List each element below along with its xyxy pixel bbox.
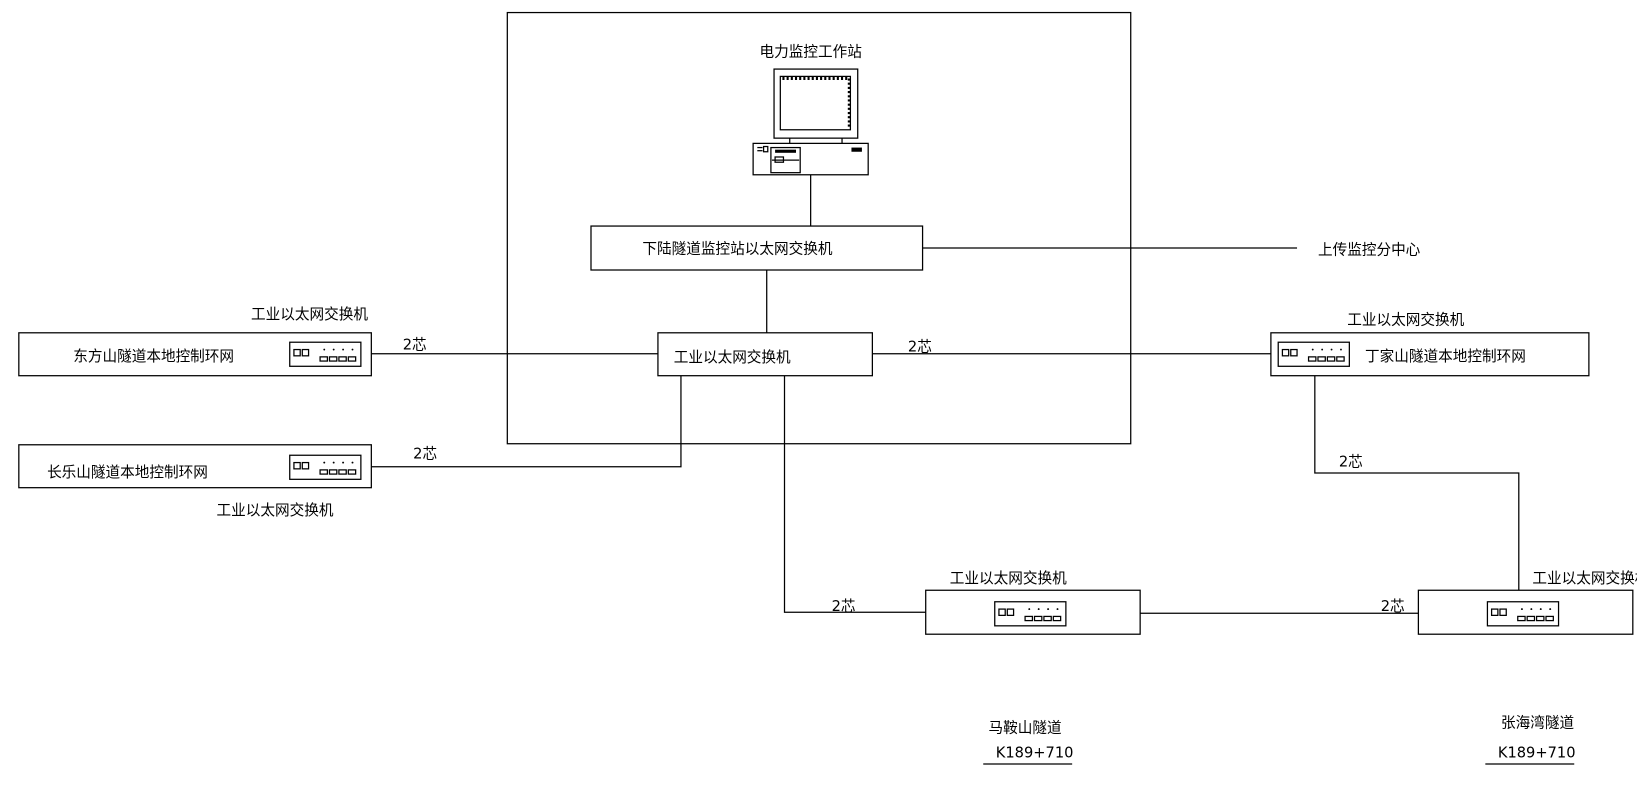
switch-label: 工业以太网交换机 (1347, 310, 1464, 328)
switch-icon (289, 341, 362, 367)
main-ethernet-switch (590, 225, 924, 271)
node-name: 长乐山隧道本地控制环网 (47, 464, 208, 481)
switch-icon (1277, 341, 1350, 367)
switch-label: 工业以太网交换机 (1532, 569, 1637, 587)
main-switch-label: 下陆隧道监控站以太网交换机 (642, 239, 832, 257)
control-station-enclosure (506, 11, 1132, 445)
node-name: 马鞍山隧道 (988, 720, 1061, 737)
station-number: K189+710 (996, 745, 1074, 762)
center-industrial-switch (657, 332, 873, 377)
workstation-label: 电力监控工作站 (759, 44, 862, 61)
node-name: 东方山隧道本地控制环网 (73, 348, 234, 365)
link-label: 2芯 (403, 337, 427, 354)
link-label: 2芯 (413, 445, 437, 462)
center-switch-label: 工业以太网交换机 (674, 348, 791, 366)
link-label: 2芯 (1339, 454, 1363, 471)
node-name: 张海湾隧道 (1501, 714, 1574, 731)
link-label: 2芯 (1381, 598, 1405, 615)
upload-center-label: 上传监控分中心 (1318, 241, 1421, 258)
switch-label: 工业以太网交换机 (950, 569, 1067, 587)
link-label: 2芯 (908, 339, 932, 356)
workstation-computer-icon (752, 68, 869, 176)
switch-label: 工业以太网交换机 (251, 305, 368, 323)
switch-icon (1486, 601, 1560, 627)
node-name: 丁家山隧道本地控制环网 (1365, 348, 1526, 365)
switch-icon (994, 601, 1067, 627)
switch-icon (289, 454, 362, 480)
link-label: 2芯 (832, 598, 856, 615)
switch-label: 工业以太网交换机 (217, 501, 334, 519)
station-number: K189+710 (1498, 745, 1576, 762)
